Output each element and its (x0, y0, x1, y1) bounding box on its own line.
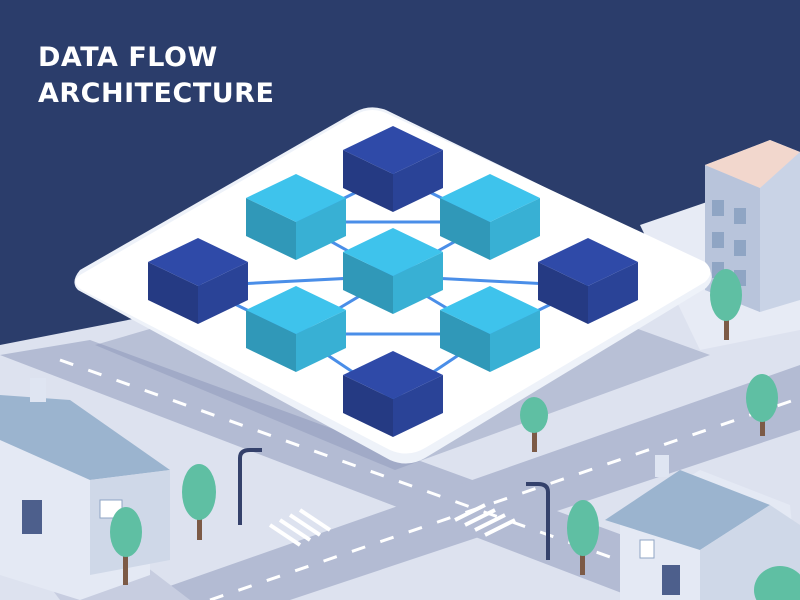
street-lamp-icon (526, 482, 550, 560)
tree-icon (710, 269, 742, 340)
tree-icon (746, 374, 778, 436)
tree-icon (182, 464, 216, 540)
primary-node-right (538, 238, 638, 324)
secondary-node-lower-right (440, 286, 540, 372)
tree-icon (110, 507, 142, 585)
secondary-node-lower-left (246, 286, 346, 372)
title-line-1: DATA FLOW (38, 42, 218, 73)
title-line-2: ARCHITECTURE (38, 78, 275, 109)
tree-icon (754, 566, 800, 600)
diagram-title: DATA FLOW ARCHITECTURE (38, 40, 274, 112)
primary-node-left (148, 238, 248, 324)
node-network (148, 126, 638, 437)
street-lamp-icon (238, 448, 262, 525)
primary-node-bottom (343, 351, 443, 437)
secondary-node-upper-left (246, 174, 346, 260)
house-icon (0, 378, 170, 600)
primary-node-top (343, 126, 443, 212)
tree-icon (567, 500, 599, 575)
secondary-node-upper-right (440, 174, 540, 260)
secondary-node-center (343, 228, 443, 314)
tree-icon (520, 397, 548, 452)
crosswalk (268, 503, 516, 547)
